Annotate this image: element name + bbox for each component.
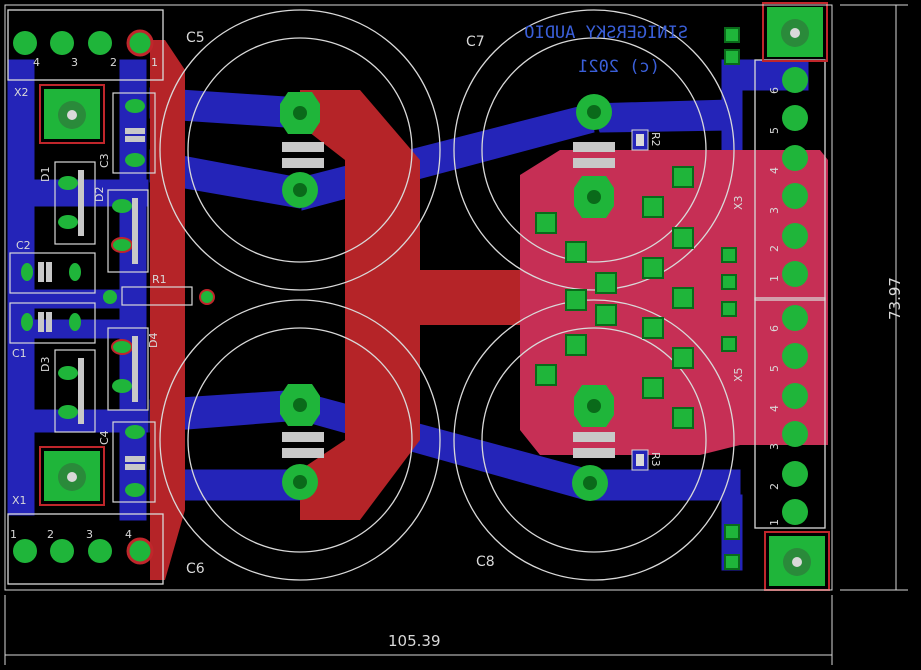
x5-pin-label: 2 — [768, 483, 781, 490]
x5-pin-label: 4 — [768, 405, 781, 412]
label-c3: C3 — [98, 153, 111, 168]
large-capacitor-pads — [280, 92, 614, 501]
vias — [721, 27, 740, 570]
dimension-lines — [4, 4, 908, 665]
label-d3: D3 — [39, 357, 52, 372]
terminal-pads-left — [13, 29, 154, 565]
x1-pin-label: 2 — [47, 528, 54, 541]
x3-pin-label: 2 — [768, 245, 781, 252]
label-x1: X1 — [12, 494, 27, 507]
x2-pin-label: 2 — [110, 56, 117, 69]
x5-pin-labels: 6 5 4 3 2 1 — [768, 325, 781, 526]
label-c7: C7 — [466, 34, 485, 50]
thermal-pads — [535, 166, 694, 429]
label-c6: C6 — [186, 561, 205, 577]
x3-pin-label: 5 — [768, 127, 781, 134]
label-x3: X3 — [732, 195, 745, 210]
silkscreen-brand: SINIGERSKY AUDIO (c) 2021 — [524, 23, 688, 77]
diode-bodies — [38, 128, 145, 470]
label-r1: R1 — [152, 273, 167, 286]
bottom-copper-layer — [7, 59, 809, 571]
label-c8: C8 — [476, 554, 495, 570]
height-dimension-label: 73.97 — [886, 277, 904, 320]
small-component-pads — [21, 99, 215, 497]
electrolytic-capacitors — [159, 9, 735, 581]
x5-pin-label: 6 — [768, 325, 781, 332]
led-footprints — [631, 129, 649, 471]
label-d1: D1 — [39, 167, 52, 182]
connector-x2-outline — [7, 9, 164, 585]
width-dimension-label: 105.39 — [388, 632, 441, 650]
x5-pin-label: 3 — [768, 443, 781, 450]
x3-pin-label: 6 — [768, 87, 781, 94]
x2-pin-label: 3 — [71, 56, 78, 69]
x1-pin-label: 3 — [86, 528, 93, 541]
x2-pin-label: 4 — [33, 56, 40, 69]
label-x5: X5 — [732, 367, 745, 382]
small-components-outline — [9, 92, 193, 503]
label-d4: D4 — [147, 333, 160, 348]
label-c5: C5 — [186, 30, 205, 46]
label-c1: C1 — [12, 347, 27, 360]
label-c2: C2 — [16, 239, 31, 252]
x5-pin-label: 5 — [768, 365, 781, 372]
x3-pin-labels: 6 5 4 3 2 1 — [768, 87, 781, 282]
x5-pin-label: 1 — [768, 519, 781, 526]
x2-pin-label: 1 — [151, 56, 158, 69]
x3-pin-label: 1 — [768, 275, 781, 282]
label-c4: C4 — [98, 430, 111, 445]
x3-pin-label: 4 — [768, 167, 781, 174]
capacitor-polarity-marks — [282, 142, 615, 458]
x1-pin-label: 4 — [125, 528, 132, 541]
label-r3: R3 — [649, 452, 662, 467]
mounting-holes — [39, 2, 830, 591]
brand-text: SINIGERSKY AUDIO — [524, 23, 688, 43]
x3-pin-label: 3 — [768, 207, 781, 214]
x1-pin-label: 1 — [10, 528, 17, 541]
label-x2: X2 — [14, 86, 29, 99]
terminal-pads-right — [782, 67, 808, 525]
label-r2: R2 — [649, 132, 662, 147]
copyright-text: (c) 2021 — [578, 57, 660, 77]
label-d2: D2 — [93, 187, 106, 202]
